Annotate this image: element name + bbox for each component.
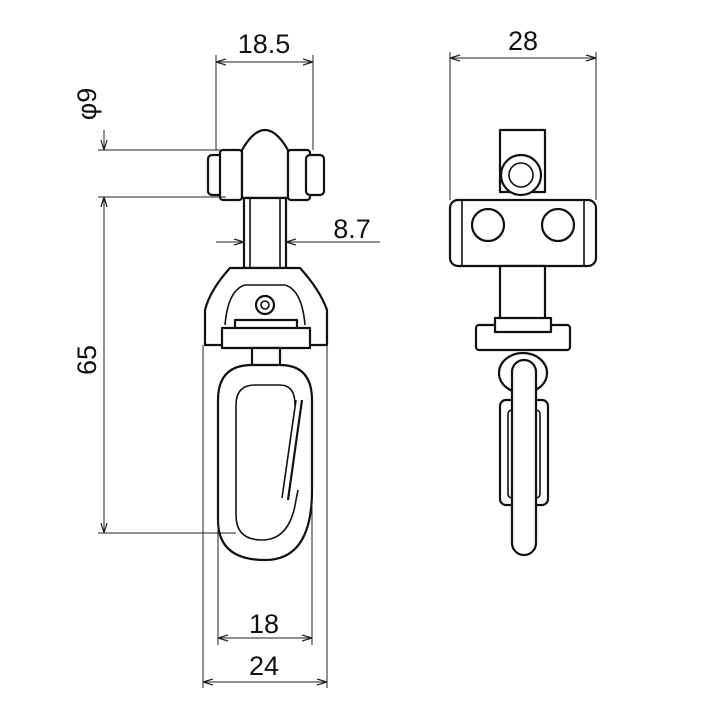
dim-hook-width: 18 [249, 609, 279, 639]
carrier-body [448, 198, 598, 268]
dim-top-width: 18.5 [238, 29, 291, 59]
rivet [254, 294, 276, 316]
head-dome [240, 129, 290, 200]
side-wheel-left [470, 207, 506, 243]
dim-height: 65 [72, 345, 102, 375]
dimension-lines [98, 52, 597, 688]
dim-phi: φ9 [72, 88, 102, 121]
right-wheel [304, 153, 326, 197]
hook-gate [286, 399, 304, 501]
left-axle-block [218, 148, 244, 202]
dim-neck-width: 8.7 [333, 214, 371, 244]
side-view [448, 128, 598, 557]
top-roller [499, 153, 543, 197]
dim-overall-width: 24 [249, 651, 279, 681]
side-plate [493, 316, 553, 334]
side-hook-bar [510, 358, 538, 557]
swivel-base [220, 326, 312, 350]
snap-hook [216, 363, 314, 562]
side-wheel-right [540, 207, 576, 243]
front-view [203, 129, 329, 562]
dim-right-width: 28 [508, 26, 538, 56]
